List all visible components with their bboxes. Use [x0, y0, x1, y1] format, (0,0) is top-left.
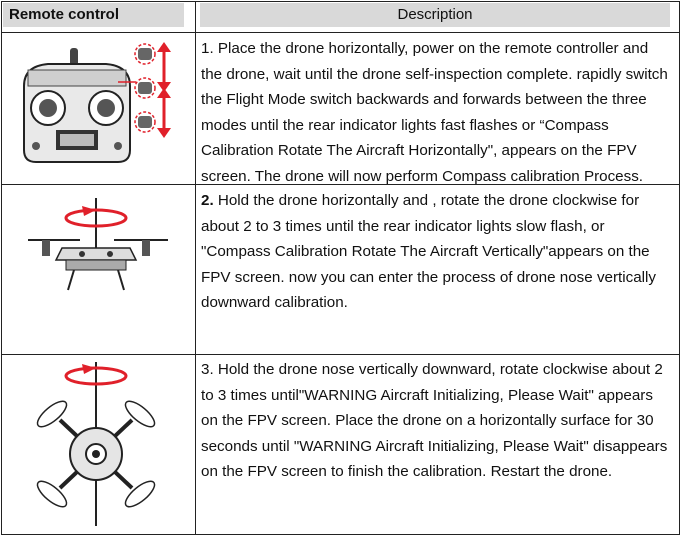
row-divider: [2, 32, 679, 33]
row1-description: 1. Place the drone horizontally, power o…: [201, 40, 668, 185]
header-remote-control: Remote control: [3, 3, 184, 27]
row2-description: 2. Hold the drone horizontally and , rot…: [201, 188, 673, 316]
row3-description: 3. Hold the drone nose vertically downwa…: [201, 361, 668, 480]
row-divider: [2, 354, 679, 355]
row-divider: [2, 184, 679, 185]
drone-vertical-icon: [24, 358, 169, 528]
remote-controller-icon: [14, 38, 184, 178]
column-divider: [195, 2, 196, 534]
row2-text: Hold the drone horizontally and , rotate…: [201, 192, 657, 311]
drone-horizontal-icon: [22, 190, 172, 310]
row2-step-number: 2.: [201, 192, 214, 209]
header-description: Description: [200, 3, 670, 27]
